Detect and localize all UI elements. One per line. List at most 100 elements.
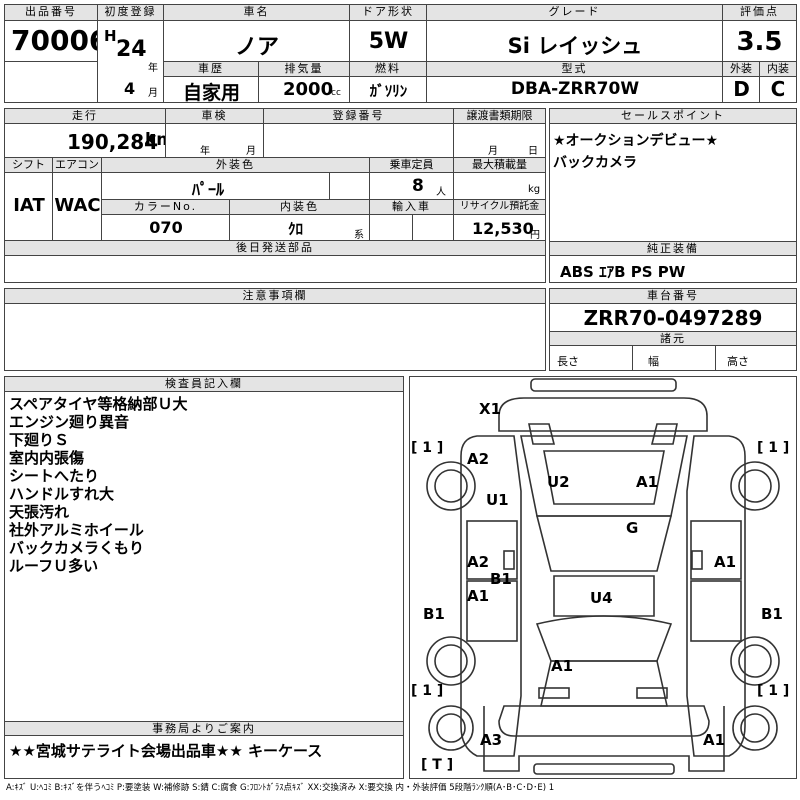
history-cell: 自家用 [164, 77, 259, 102]
spec-label: 諸元 [550, 331, 796, 346]
car-name-cell: ノア [164, 21, 350, 62]
shift-label: シフト [5, 158, 53, 173]
model-cell: DBA-ZRR70W [427, 77, 723, 102]
import-label: 輸入車 [370, 200, 454, 215]
exterior-label: 外装 [723, 62, 760, 77]
inspector-label: 検査員記入欄 [5, 377, 403, 392]
damage-mark: U1 [486, 491, 509, 509]
load-label: 最大積載量 [454, 158, 545, 173]
era: H [104, 27, 117, 45]
car-name: ノア [234, 35, 279, 60]
mileage-unit: km [145, 130, 165, 150]
history: 自家用 [182, 82, 240, 102]
note-item: 下廻りＳ [9, 431, 70, 449]
interior-grade: C [770, 77, 786, 101]
note-item: 社外アルミホイール [9, 521, 144, 539]
exterior-cell: D [723, 77, 760, 102]
damage-mark: B1 [761, 605, 783, 623]
capacity-label: 乗車定員 [370, 158, 454, 173]
displacement-cell: 2000 cc [259, 77, 350, 102]
model-code: DBA-ZRR70W [510, 79, 640, 99]
import-cell [370, 215, 454, 241]
score-cell: 3.5 [723, 21, 796, 62]
reg-year: 24 [116, 37, 147, 62]
note-item: 室内内張傷 [9, 449, 85, 467]
note-item: 天張汚れ [9, 503, 70, 521]
tire-mark: [ T ] [421, 757, 454, 773]
mileage: 190,284 [67, 130, 159, 154]
reg-month: 4 [124, 79, 136, 98]
lot-cell: 70006 [5, 21, 98, 62]
mileage-cell: 190,284 km [5, 124, 166, 158]
lot-blank [5, 62, 98, 102]
plate-label: 登録番号 [264, 109, 454, 124]
transfer-day: 日 [528, 146, 538, 157]
damage-mark: G [626, 519, 639, 537]
lot-number: 70006 [11, 24, 97, 57]
damage-mark: U2 [547, 473, 570, 491]
damage-mark: X1 [479, 400, 502, 418]
shift-cell: IAT [5, 173, 53, 241]
fuel-label: 燃料 [350, 62, 427, 77]
door-type: 5W [368, 29, 409, 54]
legend-text: A:ｷｽﾞ U:ﾍｺﾐ B:ｷｽﾞを伴うﾍｺﾐ P:要塗装 W:補修跡 S:錆 … [6, 783, 555, 793]
damage-mark: A1 [467, 587, 490, 605]
inspection-label: 車検 [166, 109, 264, 124]
interior-label: 内装 [760, 62, 796, 77]
inspection-year-unit: 年 [200, 146, 210, 157]
inspection-cell: 年 月 [166, 124, 264, 158]
intcolor-label: 内装色 [230, 200, 370, 215]
note-item: シートへたり [9, 467, 100, 485]
tire-mark: [ 1 ] [757, 440, 790, 456]
intcolor-unit: 系 [354, 230, 364, 241]
note-item: エンジン廻り異音 [9, 413, 130, 431]
load-unit: kg [528, 184, 541, 195]
damage-mark: A1 [636, 473, 659, 491]
damage-mark: A3 [480, 731, 503, 749]
damage-mark: A2 [467, 450, 490, 468]
score-label: 評価点 [723, 5, 796, 21]
colorno-cell: 070 [102, 215, 230, 241]
grade-label: グレード [427, 5, 723, 21]
grade-cell: Si レイッシュ [427, 21, 723, 62]
month-unit: 月 [148, 88, 158, 99]
shift: IAT [13, 195, 45, 216]
car-diagram [426, 378, 780, 775]
note-item: ハンドルすれ大 [9, 485, 115, 503]
note-item: バックカメラくもり [9, 539, 145, 557]
sales-point-2: バックカメラ [553, 155, 637, 171]
score: 3.5 [736, 27, 783, 57]
damage-mark: B1 [423, 605, 445, 623]
load-cell: kg [454, 173, 545, 200]
chassis-label: 車台番号 [550, 289, 796, 304]
damage-diagram-box [409, 376, 797, 779]
note-item: スペアタイヤ等格納部Ｕ大 [9, 395, 188, 413]
colorno-label: カラーNo. [102, 200, 230, 215]
displacement: 2000 [283, 79, 334, 100]
displacement-label: 排気量 [259, 62, 350, 77]
damage-mark: U4 [590, 589, 613, 607]
door-label: ドア形状 [350, 5, 427, 21]
ac-label: エアコン [53, 158, 102, 173]
recycle: 12,530 [472, 219, 534, 238]
ac: WAC [54, 195, 101, 216]
plate-cell [264, 124, 454, 158]
caution-label: 注意事項欄 [5, 289, 545, 304]
color-label: 外装色 [102, 158, 370, 173]
transfer-cell: 月 日 [454, 124, 545, 158]
fuel-cell: ｶﾞｿﾘﾝ [350, 77, 427, 102]
inspection-month-unit: 月 [246, 146, 256, 157]
later-parts-cell [5, 256, 545, 282]
colorno: 070 [149, 218, 183, 237]
note-item: ルーフＵ多い [9, 557, 99, 575]
year-unit: 年 [148, 63, 158, 74]
office-note: ★★宮城サテライト会場出品車★★ キーケース [9, 742, 323, 760]
displacement-unit: cc [331, 88, 341, 98]
spec-height: 高さ [727, 355, 749, 368]
damage-mark: A2 [467, 553, 490, 571]
recycle-cell: 12,530 円 [454, 215, 545, 241]
intcolor: ｸﾛ [288, 220, 304, 238]
sales-point-1: ★オークションデビュー★ [553, 133, 719, 149]
grade: Si レイッシュ [507, 34, 643, 58]
tire-mark: [ 1 ] [411, 683, 444, 699]
